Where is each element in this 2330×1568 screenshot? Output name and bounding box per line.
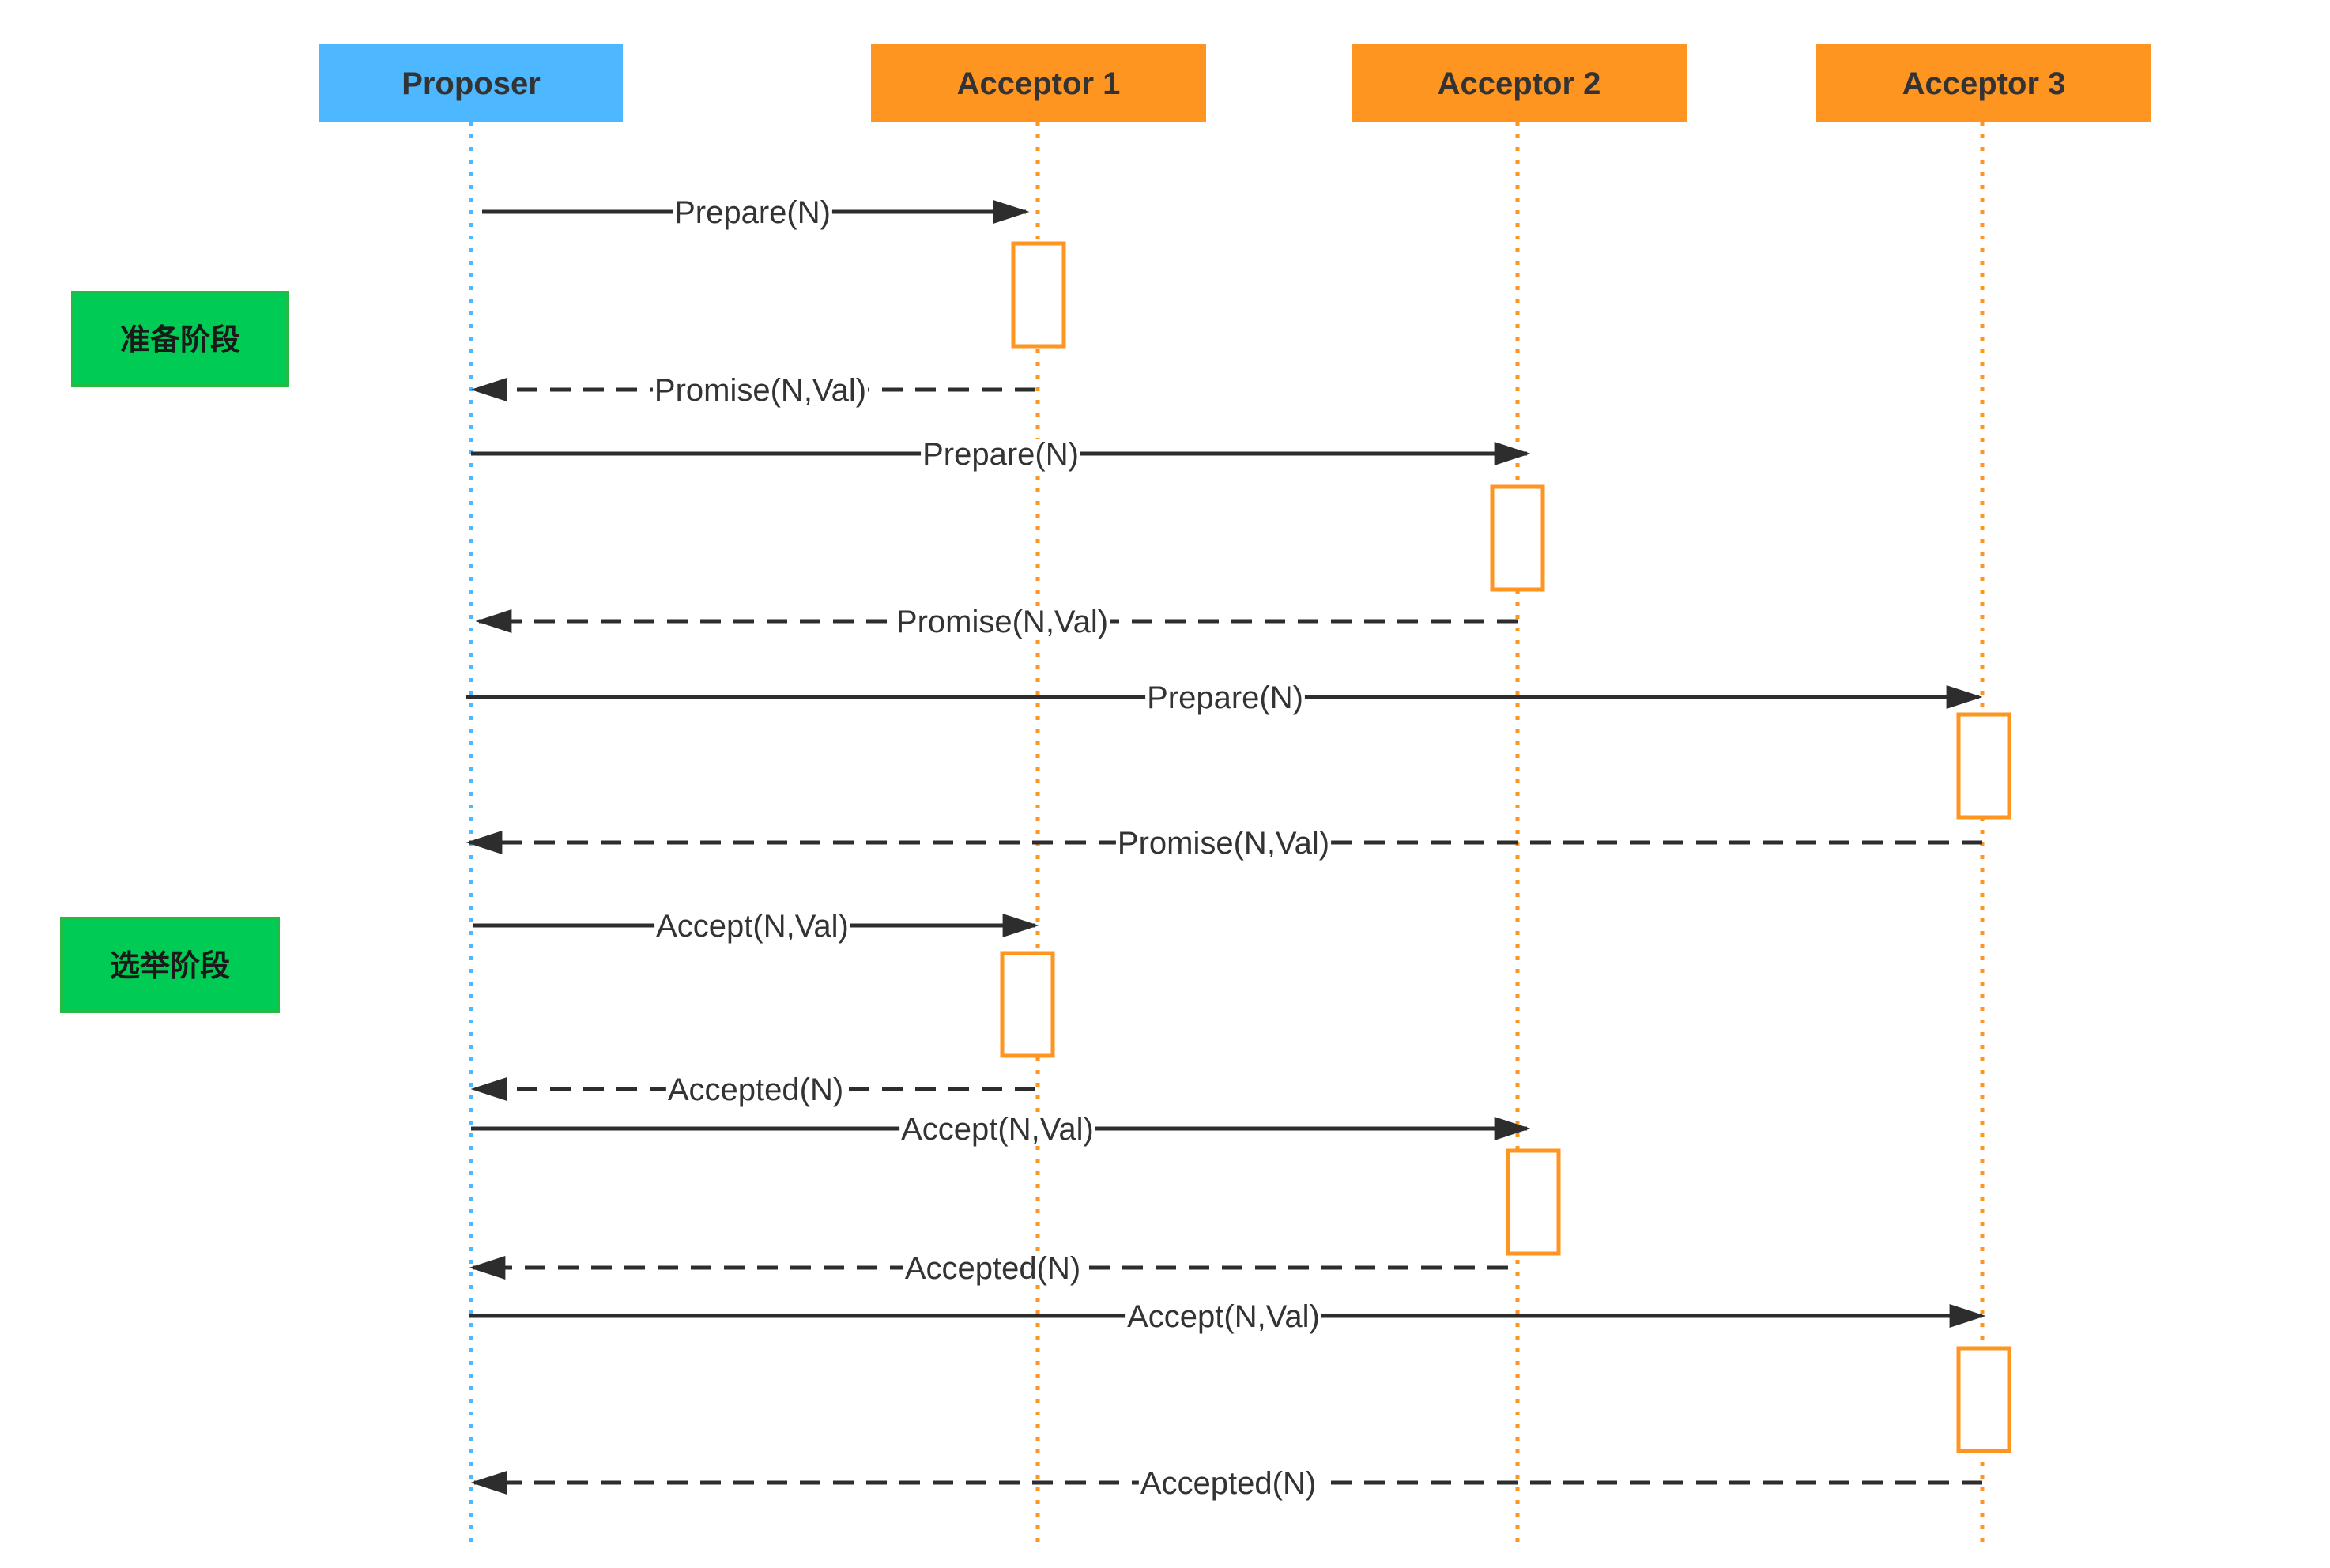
label-background [673,197,832,228]
participant-label: Acceptor 2 [1438,66,1601,101]
message-label: Promise(N,Val) [1118,826,1329,861]
message-6: Promise(N,Val) [466,826,1982,861]
message-label: Accept(N,Val) [656,909,849,944]
message-label: Prepare(N) [1147,680,1303,715]
label-background [903,1253,1083,1284]
message-1: Prepare(N) [482,195,1030,230]
activation-box [1956,1346,2011,1453]
participant-a1: Acceptor 1 [871,44,1206,122]
participant-a3: Acceptor 3 [1816,44,2151,122]
participant-headers: Proposer Acceptor 1 Acceptor 2 Acceptor 3 [319,44,2151,122]
activation-box [1956,712,2011,820]
participant-proposer: Proposer [319,44,623,122]
messages: Prepare(N) Promise(N,Val) Prepare(N) Promis… [466,195,1986,1501]
label-background [1125,1301,1321,1332]
message-label: Prepare(N) [922,437,1079,472]
label-background [654,910,850,942]
participant-box [1352,44,1687,122]
message-5: Prepare(N) [466,680,1983,715]
label-background [1138,1468,1318,1499]
message-9: Accept(N,Val) [471,1112,1531,1147]
label-background [899,1114,1095,1145]
label-background [894,606,1110,638]
label-background [1115,827,1332,859]
message-7: Accept(N,Val) [473,909,1039,944]
message-2: Promise(N,Val) [470,373,1035,408]
label-background [652,375,869,406]
message-10: Accepted(N) [469,1251,1508,1286]
message-8: Accepted(N) [470,1072,1035,1107]
message-label: Promise(N,Val) [896,605,1108,639]
message-label: Accept(N,Val) [901,1112,1094,1147]
message-label: Accept(N,Val) [1127,1299,1320,1334]
participant-label: Acceptor 1 [957,66,1121,101]
participant-label: Acceptor 3 [1902,66,2066,101]
activation-box [1490,484,1545,592]
activation-boxes [1000,241,2011,1453]
label-background [665,1074,846,1106]
phase-box [60,917,280,1013]
phase-1: 准备阶段 [71,291,289,387]
participant-label: Proposer [402,66,541,101]
phase-2: 选举阶段 [60,917,280,1013]
activation-box [1011,241,1066,349]
message-label: Accepted(N) [1140,1466,1316,1501]
label-background [921,439,1080,470]
message-label: Promise(N,Val) [654,373,866,408]
message-3: Prepare(N) [471,437,1531,472]
message-12: Accepted(N) [470,1466,1982,1501]
phase-label: 选举阶段 [110,948,230,983]
message-label: Accepted(N) [905,1251,1080,1286]
phase-box [71,291,289,387]
activation-box [1506,1148,1561,1256]
message-11: Accept(N,Val) [469,1299,1986,1334]
message-4: Promise(N,Val) [475,605,1518,639]
phase-label: 准备阶段 [120,322,240,357]
participant-box [319,44,623,122]
participant-box [871,44,1206,122]
participant-box [1816,44,2151,122]
label-background [1145,682,1305,714]
message-label: Prepare(N) [674,195,831,230]
activation-box [1000,951,1055,1058]
participant-a2: Acceptor 2 [1352,44,1687,122]
message-label: Accepted(N) [668,1072,843,1107]
